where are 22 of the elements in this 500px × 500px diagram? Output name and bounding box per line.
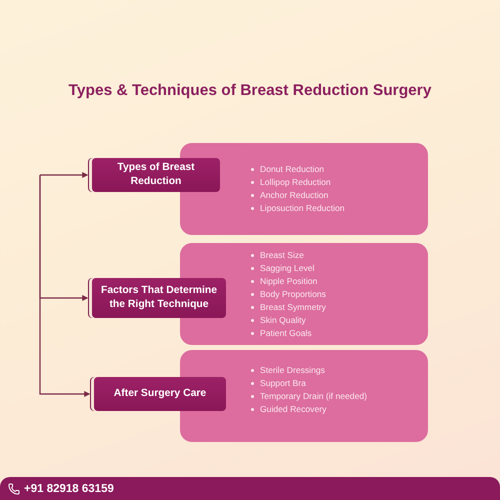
list-item: Anchor Reduction <box>250 189 428 202</box>
list-item: Patient Goals <box>250 327 428 340</box>
connector-arrow <box>39 175 90 397</box>
list-item: Temporary Drain (if needed) <box>250 390 428 403</box>
phone-number: +91 82918 63159 <box>24 482 114 494</box>
list-item: Support Bra <box>250 377 428 390</box>
list-item: Breast Size <box>250 249 428 262</box>
section-heading: Factors That Determine the Right Technique <box>92 278 226 318</box>
list-item: Lollipop Reduction <box>250 176 428 189</box>
list-item: Breast Symmetry <box>250 301 428 314</box>
content-panel <box>180 350 428 442</box>
list-item: Sagging Level <box>250 262 428 275</box>
section-heading: After Surgery Care <box>94 377 226 411</box>
list-item: Body Proportions <box>250 288 428 301</box>
list-item: Donut Reduction <box>250 163 428 176</box>
section-heading: Types of Breast Reduction <box>92 158 220 192</box>
list-item: Guided Recovery <box>250 403 428 416</box>
title: Types & Techniques of Breast Reduction Surgery <box>68 82 432 100</box>
list-item: Nipple Position <box>250 275 428 288</box>
list-item: Sterile Dressings <box>250 364 428 377</box>
list-item: Liposuction Reduction <box>250 202 428 215</box>
list-item: Skin Quality <box>250 314 428 327</box>
